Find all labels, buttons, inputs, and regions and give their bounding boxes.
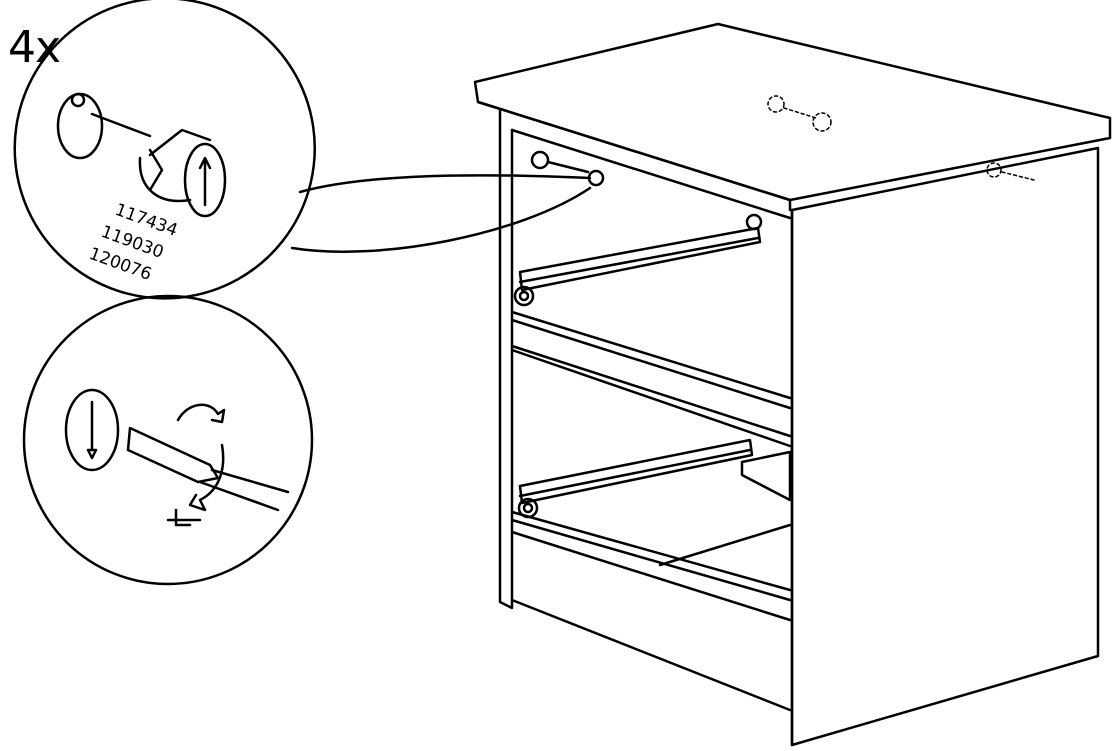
cam-lock-and-dowel-icon bbox=[13, 0, 592, 300]
screwdriver-turn-icon bbox=[22, 294, 314, 586]
part-number-list: 117434 119030 120076 bbox=[86, 200, 180, 285]
nightstand-frame-icon bbox=[473, 22, 1112, 747]
